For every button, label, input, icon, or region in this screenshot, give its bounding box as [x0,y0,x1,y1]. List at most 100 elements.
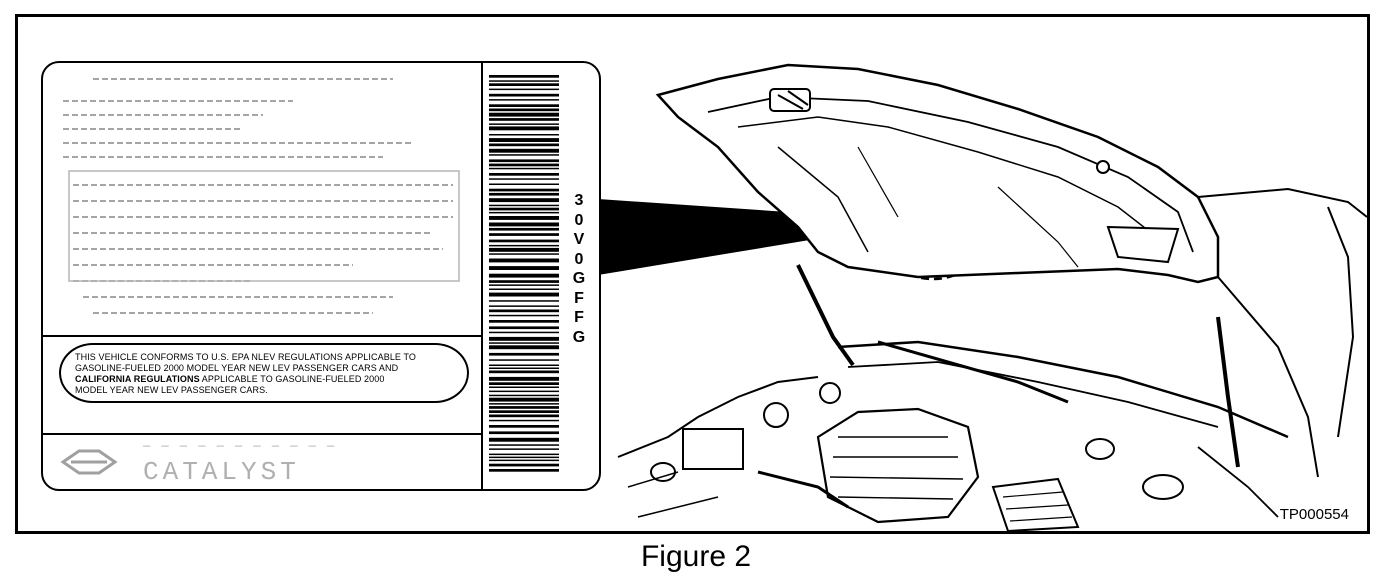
barcode-bar [489,239,559,243]
barcode-bar [489,183,559,185]
barcode-bar [489,288,559,290]
label-divider-top [43,335,481,337]
barcode-bar [489,207,559,211]
barcode-bar [489,390,559,393]
barcode-bar [489,178,559,180]
barcode-bar [489,326,559,330]
catalyst-text: CATALYST [143,457,300,487]
vin-barcode [489,75,559,472]
label-bottom-strip: — — — — — — — — — — — CATALYST [43,435,481,489]
right-hood-strut [1216,316,1240,468]
barcode-bar [489,448,559,450]
barcode-bar [489,148,559,153]
figure-frame: THIS VEHICLE CONFORMS TO U.S. EPA NLEV R… [15,14,1370,534]
barcode-bar [489,376,559,381]
barcode-bar [489,280,559,283]
vin-char: F [574,309,584,326]
barcode-bar [489,425,559,428]
barcode-bar [489,352,559,356]
barcode-bar [489,320,559,323]
notice-bold-text: CALIFORNIA REGULATIONS [75,374,200,384]
barcode-bar [489,331,559,334]
barcode-bar [489,469,559,472]
vin-char: G [572,328,586,346]
barcode-bar [489,386,559,388]
barcode-bar [489,453,559,456]
barcode-bar [489,431,559,435]
barcode-bar [489,410,559,413]
figure-id: TP000554 [1279,506,1349,523]
barcode-bar [489,394,559,397]
barcode-bar [489,367,559,369]
emission-control-label: THIS VEHICLE CONFORMS TO U.S. EPA NLEV R… [41,61,601,491]
barcode-bar [489,403,559,405]
barcode-bar [489,154,559,156]
barcode-bar [489,173,559,176]
barcode-bar [489,143,559,147]
barcode-bar [489,159,559,163]
barcode-bar [489,247,559,252]
barcode-bar [489,123,559,125]
barcode-bar [489,118,559,121]
barcode-bar [489,292,559,297]
barcode-bar [489,253,559,255]
barcode-bar [489,211,559,214]
barcode-bar [489,463,559,467]
barcode-bar [489,233,559,236]
barcode-bar [489,336,559,341]
barcode-bar [489,342,559,344]
barcode-bar [489,163,559,167]
illegible-label-text [63,78,460,314]
notice-line-1: THIS VEHICLE CONFORMS TO U.S. EPA NLEV R… [75,352,416,362]
vin-char: 0 [574,211,584,229]
notice-line-4: MODEL YEAR NEW LEV PASSENGER CARS. [75,385,268,395]
barcode-bar [489,273,559,278]
barcode-bar [489,305,559,307]
label-divider-bottom [43,433,481,435]
engine-cover [816,407,980,524]
barcode-bar [489,284,559,286]
barcode-bar [489,222,559,227]
emission-notice: THIS VEHICLE CONFORMS TO U.S. EPA NLEV R… [59,343,469,403]
barcode-bar [489,359,559,361]
vin-char: 3 [574,192,584,209]
barcode-bar [489,88,559,91]
vin-char: V [573,231,585,248]
notice-line-2: GASOLINE-FUELED 2000 MODEL YEAR NEW LEV … [75,363,399,373]
barcode-bar [489,93,559,97]
vin-char: F [574,289,584,307]
barcode-bar [489,108,559,112]
barcode-bar [489,419,559,422]
notice-line-3: CALIFORNIA REGULATIONS APPLICABLE TO GAS… [75,374,453,385]
vin-char: G [572,270,586,287]
barcode-bar [489,198,559,203]
barcode-bar [489,437,559,442]
barcode-bar [489,314,559,317]
barcode-bar [489,167,559,170]
barcode-bar [489,300,559,302]
barcode-bar [489,104,559,107]
barcode-bar [489,258,559,263]
barcode-bar [489,112,559,117]
barcode-bar [489,204,559,207]
barcode-bar [489,456,559,459]
barcode-bar [489,444,559,446]
barcode-bar [489,188,559,192]
barcode-bar [489,80,559,82]
barcode-bar [489,414,559,418]
barcode-bar [489,397,559,402]
barcode-bar [489,406,559,409]
notice-line-3-rest: APPLICABLE TO GASOLINE-FUELED 2000 [199,374,385,384]
barcode-bar [489,364,559,366]
barcode-bar [489,266,559,270]
barcode-bar [489,459,559,462]
barcode-bar [489,99,559,101]
barcode-bar [489,227,559,231]
barcode-bar [489,75,559,78]
faded-strip-text: — — — — — — — — — — — [143,439,337,453]
manufacturer-logo-icon [60,449,118,475]
barcode-bar [489,192,559,196]
barcode-bar [489,134,559,136]
